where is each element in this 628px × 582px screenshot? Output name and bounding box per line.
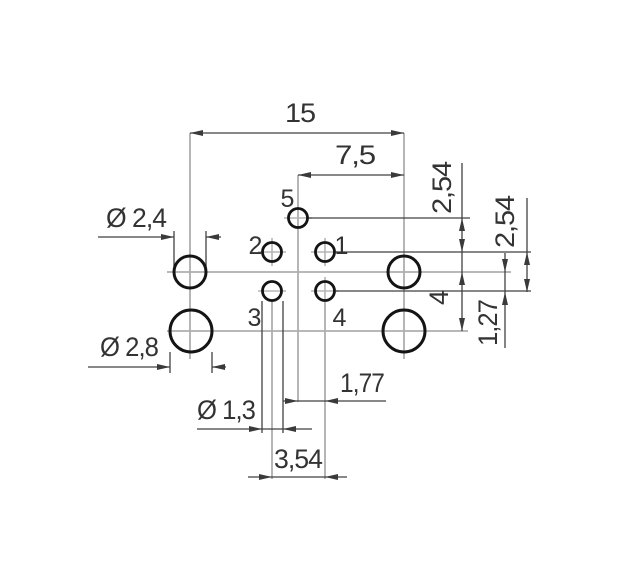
pin-number-labels: 5 2 1 3 4 (248, 185, 349, 332)
large-hole-right (381, 308, 427, 354)
medium-hole-left (172, 254, 208, 290)
pin-2-label: 2 (249, 232, 262, 260)
large-hole-left (168, 308, 214, 354)
pin-5-label: 5 (281, 185, 294, 213)
dimension-labels: 15 7,5 Ø 2,4 Ø 2,8 Ø 1,3 3,54 1,77 2,54 … (100, 98, 520, 474)
dim-large-hole-diameter-label: Ø 2,8 (100, 332, 158, 362)
pin-3-label: 3 (248, 304, 261, 332)
pin-5-hole (287, 207, 309, 229)
dim-row-offset-label: 4 (424, 290, 454, 305)
dim-pin-half-span-label: 1,77 (340, 368, 384, 398)
dim-half-width-label: 7,5 (335, 140, 375, 170)
pin-2-hole (261, 241, 283, 263)
pin-3-hole (261, 280, 283, 302)
pin-4-label: 4 (333, 304, 347, 332)
dim-pitch-top-right-label: 2,54 (427, 161, 457, 214)
holes (168, 207, 427, 354)
dim-pitch-mid-right-label: 2,54 (490, 195, 520, 248)
dim-pin-span-label: 3,54 (274, 444, 323, 474)
medium-hole-right (386, 254, 422, 290)
dim-medium-hole-diameter-label: Ø 2,4 (106, 203, 167, 233)
dim-pin-hole-diameter-label: Ø 1,3 (197, 395, 255, 425)
pin-1-label: 1 (335, 232, 348, 260)
centerlines (167, 133, 511, 479)
dim-overall-width-label: 15 (285, 98, 315, 128)
pin-4-hole (314, 280, 336, 302)
arrowheads (157, 130, 530, 480)
dimension-lines (88, 132, 528, 478)
pin-1-hole (314, 241, 336, 263)
dim-half-pitch-label: 1,27 (473, 300, 503, 346)
